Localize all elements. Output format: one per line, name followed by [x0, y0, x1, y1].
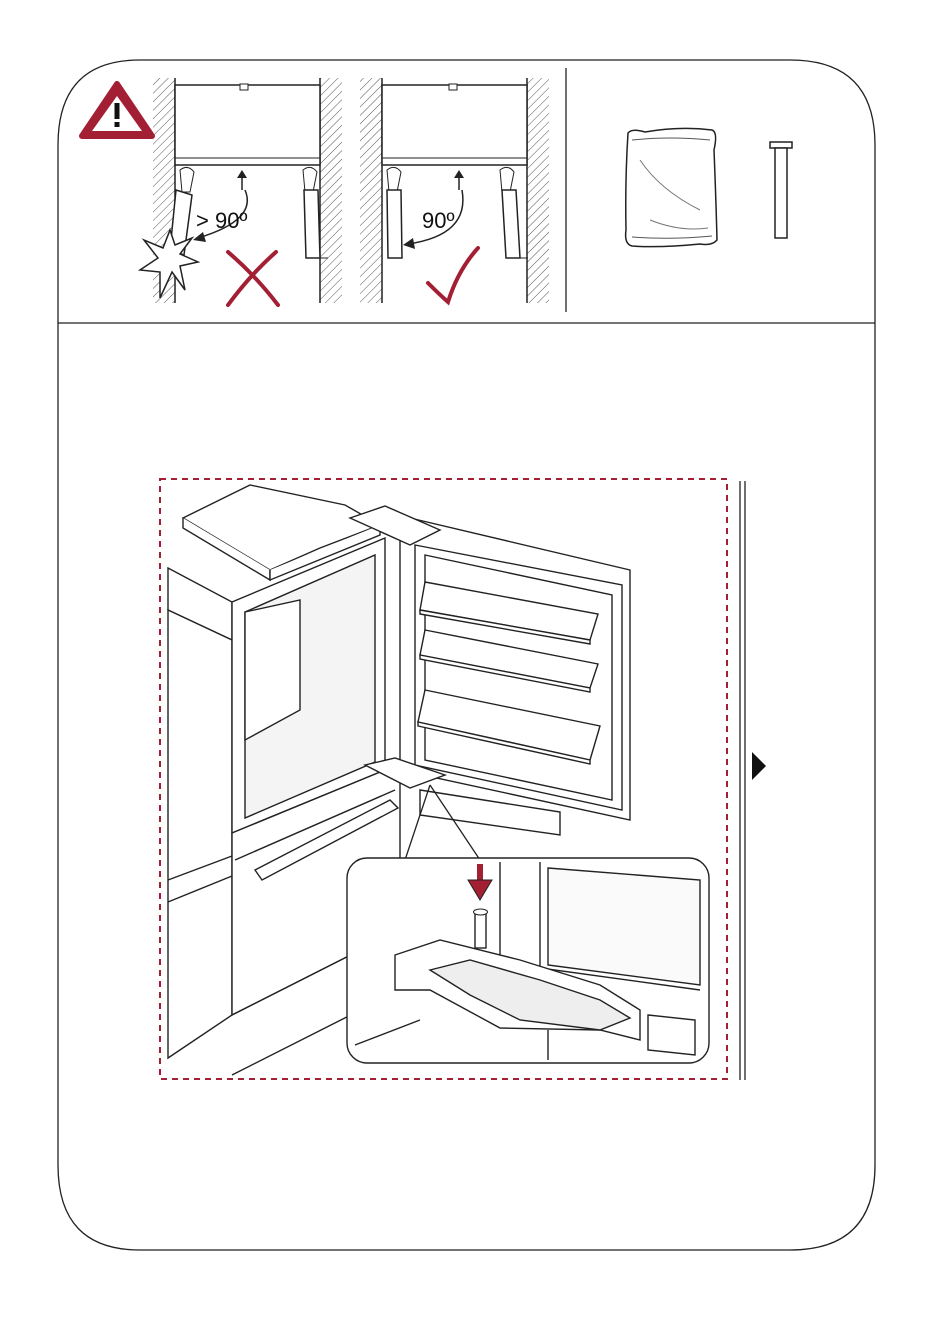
- correct-mark-icon: [428, 248, 478, 302]
- right-angle-label: 90º: [422, 208, 455, 233]
- warning-triangle-icon: [82, 84, 152, 136]
- pin-icon: [475, 912, 486, 948]
- wrong-angle-label: > 90º: [196, 208, 247, 233]
- correct-opening-diagram: [360, 78, 549, 303]
- hinge-pin-detail-inset: [347, 858, 709, 1063]
- hinge-pin-icon: [770, 142, 792, 238]
- wrong-opening-diagram: [140, 78, 342, 305]
- next-step-arrow-icon: [752, 752, 766, 780]
- plastic-bag-icon: [626, 128, 717, 246]
